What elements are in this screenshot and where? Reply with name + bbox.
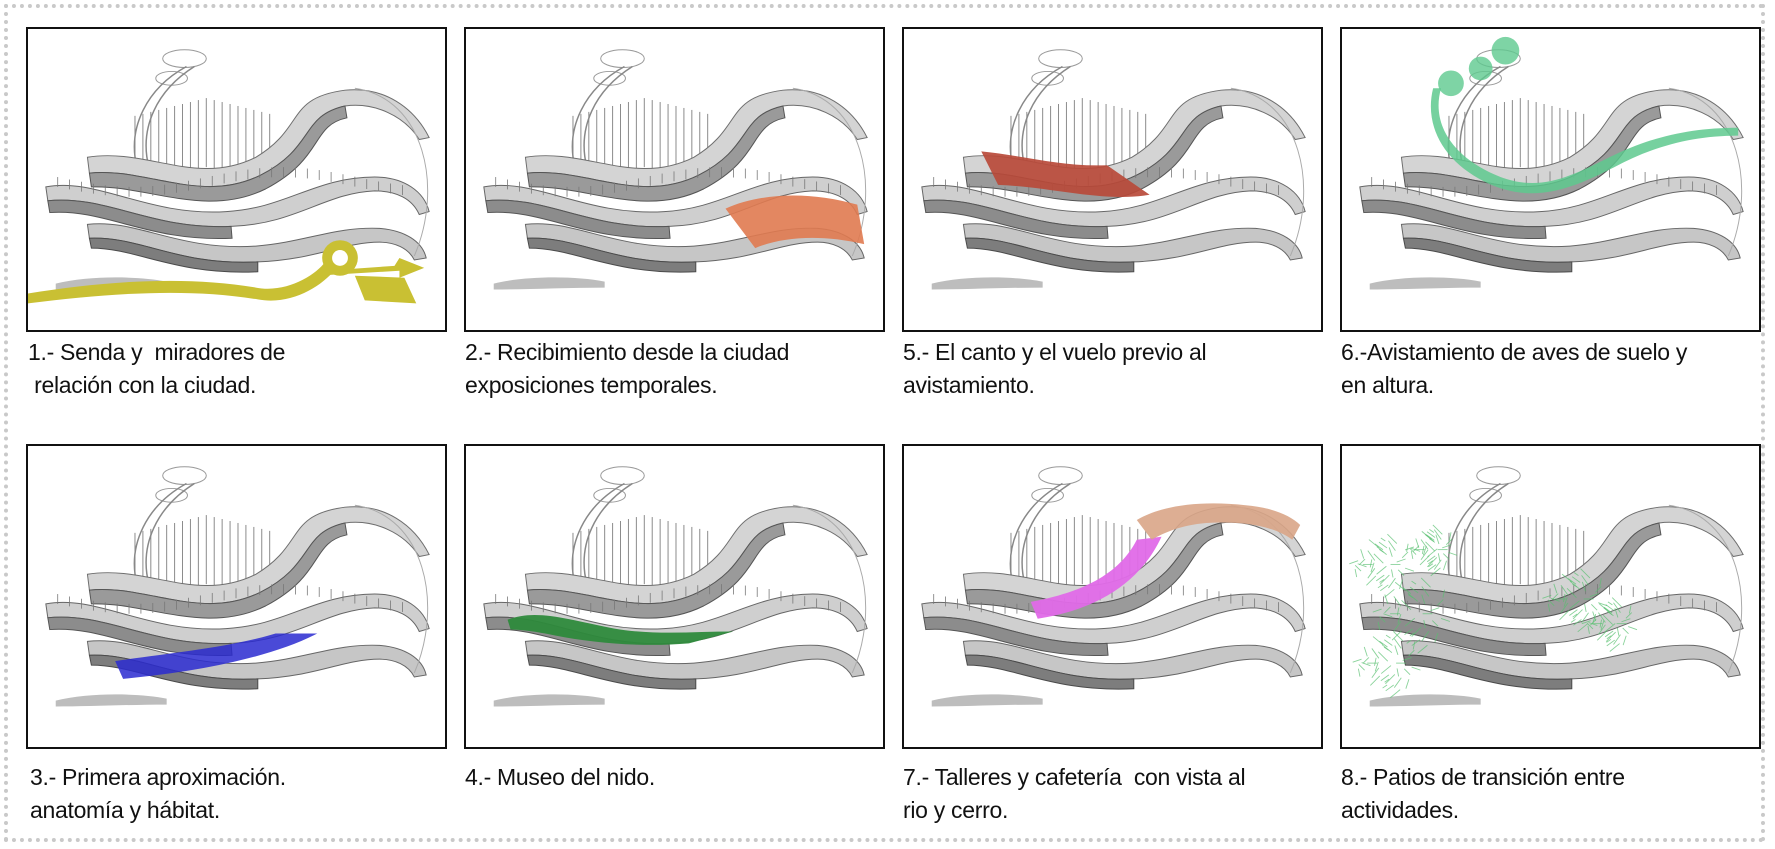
caption-1-line-1: 1.- Senda y miradores de [28,339,286,365]
diagram-panel-6 [464,444,885,749]
caption-7: 7.- Talleres y cafetería con vista al ri… [903,761,1333,827]
caption-3-line-1: 5.- El canto y el vuelo previo al [903,339,1207,365]
caption-6: 4.- Museo del nido. [465,761,895,794]
diagram-panel-5 [26,444,447,749]
panel-7-drawing [921,466,1306,707]
caption-1-line-2: relación con la ciudad. [28,372,257,398]
caption-2: 2.- Recibimiento desde la ciudad exposic… [465,336,895,402]
building-drawing [921,466,1306,707]
highlight-path [28,240,425,304]
panel-4-drawing [1359,36,1744,290]
highlight-left-upper [981,151,1150,197]
highlight-tower-arc [1430,36,1739,194]
building-drawing [921,49,1306,290]
caption-5-line-1: 3.- Primera aproximación. [30,764,286,790]
caption-8: 8.- Patios de transición entre actividad… [1341,761,1771,827]
panel-6-drawing [483,466,868,707]
caption-4-line-1: 6.-Avistamiento de aves de suelo y [1341,339,1688,365]
building-drawing [483,466,868,707]
building-drawing [45,49,430,290]
building-drawing [1359,49,1744,290]
caption-7-line-1: 7.- Talleres y cafetería con vista al [903,764,1246,790]
caption-8-line-1: 8.- Patios de transición entre [1341,764,1625,790]
diagram-panel-3 [902,27,1323,332]
caption-5: 3.- Primera aproximación. anatomía y háb… [30,761,460,827]
page-border [4,4,1765,842]
caption-2-line-2: exposiciones temporales. [465,372,718,398]
diagram-panel-1 [26,27,447,332]
caption-3: 5.- El canto y el vuelo previo al avista… [903,336,1333,402]
caption-4: 6.-Avistamiento de aves de suelo y en al… [1341,336,1771,402]
panel-8-drawing [1349,466,1744,707]
caption-2-line-1: 2.- Recibimiento desde la ciudad [465,339,790,365]
building-drawing [483,49,868,290]
highlight-diagonal [1030,503,1301,619]
diagram-panel-2 [464,27,885,332]
caption-8-line-2: actividades. [1341,797,1459,823]
panel-3-drawing [921,49,1306,290]
building-drawing [45,466,430,707]
caption-1: 1.- Senda y miradores de relación con la… [28,336,458,402]
panel-5-drawing [45,466,430,707]
diagram-panel-8 [1340,444,1761,749]
building-drawing [1359,466,1744,707]
highlight-mid-band [507,614,734,645]
caption-4-line-2: en altura. [1341,372,1434,398]
highlight-right-ramp [725,195,865,249]
panel-1-drawing [28,49,430,304]
highlight-trees [1349,524,1638,698]
caption-3-line-2: avistamiento. [903,372,1035,398]
caption-5-line-2: anatomía y hábitat. [30,797,220,823]
panel-2-drawing [483,49,868,290]
diagram-panel-7 [902,444,1323,749]
caption-7-line-2: rio y cerro. [903,797,1009,823]
caption-6-line-1: 4.- Museo del nido. [465,764,655,790]
highlight-lower-band [115,633,318,679]
diagram-panel-4 [1340,27,1761,332]
